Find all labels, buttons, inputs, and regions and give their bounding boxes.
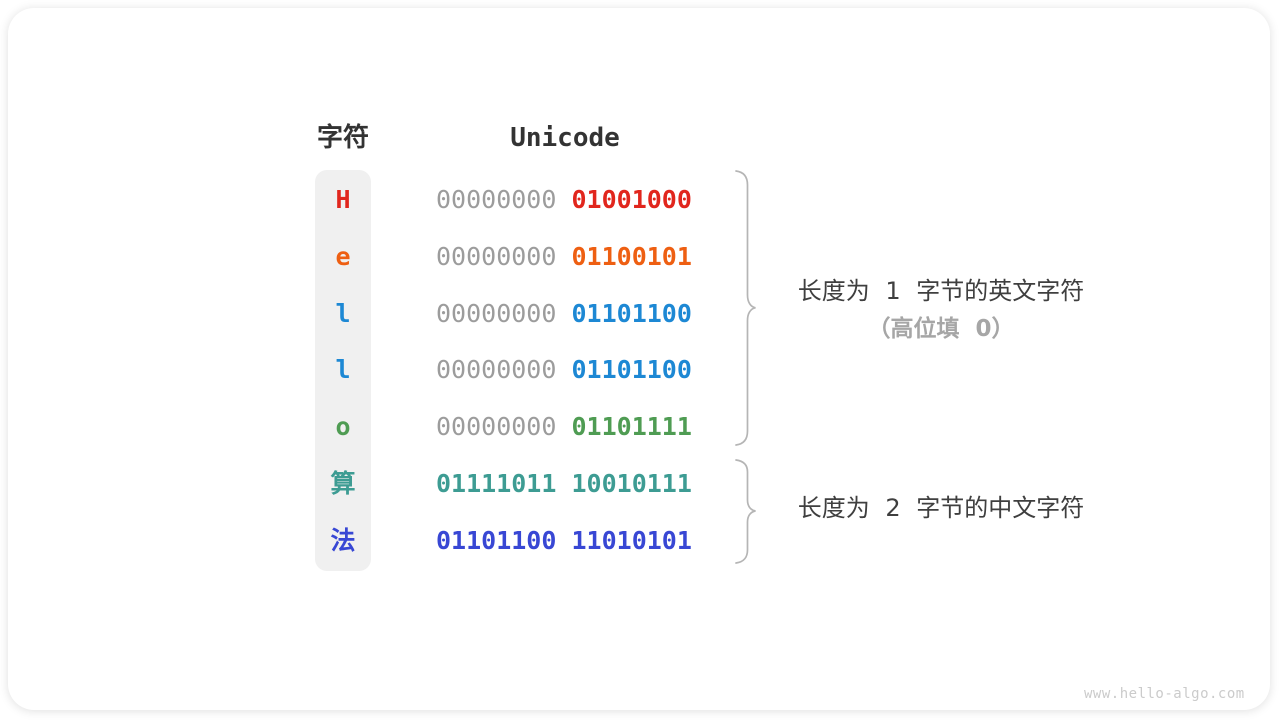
char-cell: 算	[330, 469, 356, 498]
byte-1: 00000000	[436, 185, 557, 214]
byte-2: 01100101	[571, 242, 692, 271]
unicode-bits-cell: 00000000 01100101	[436, 240, 692, 274]
char-cell: 法	[330, 526, 356, 555]
char-cell: o	[335, 412, 351, 441]
unicode-bits-cell: 00000000 01101111	[436, 410, 692, 444]
byte-2: 11010101	[571, 526, 692, 555]
byte-1: 00000000	[436, 412, 557, 441]
diagram-card: 字符 Unicode H 00000000 01001000 e 00000000 0…	[8, 8, 1270, 710]
column-header-unicode: Unicode	[510, 123, 620, 153]
annotation-english-line1: 长度为 1 字节的英文字符	[797, 277, 1085, 305]
annotation-chinese: 长度为 2 字节的中文字符	[780, 493, 1102, 523]
unicode-bits-cell: 00000000 01001000	[436, 183, 692, 217]
annotation-english: 长度为 1 字节的英文字符 （高位填 0）	[780, 276, 1102, 344]
byte-2: 01101111	[571, 412, 692, 441]
unicode-bits-cell: 00000000 01101100	[436, 353, 692, 387]
byte-2: 01101100	[571, 355, 692, 384]
byte-1: 00000000	[436, 355, 557, 384]
char-column-background	[315, 170, 371, 571]
byte-2: 01101100	[571, 299, 692, 328]
byte-2: 10010111	[571, 469, 692, 498]
byte-1: 00000000	[436, 242, 557, 271]
annotation-english-line2: （高位填 0）	[867, 316, 1015, 342]
char-cell: H	[335, 185, 351, 214]
brace-english-group	[735, 170, 756, 446]
unicode-bits-cell: 01101100 11010101	[436, 524, 692, 558]
annotation-chinese-line1: 长度为 2 字节的中文字符	[797, 494, 1085, 522]
char-cell: e	[335, 242, 351, 271]
byte-2: 01001000	[571, 185, 692, 214]
char-cell: l	[335, 355, 351, 384]
byte-1: 01111011	[436, 469, 557, 498]
byte-1: 00000000	[436, 299, 557, 328]
column-header-char: 字符	[316, 123, 369, 153]
unicode-bits-cell: 00000000 01101100	[436, 297, 692, 331]
char-cell: l	[335, 299, 351, 328]
watermark-url: www.hello-algo.com	[1084, 686, 1245, 702]
unicode-bits-cell: 01111011 10010111	[436, 467, 692, 501]
brace-chinese-group	[735, 459, 756, 564]
byte-1: 01101100	[436, 526, 557, 555]
